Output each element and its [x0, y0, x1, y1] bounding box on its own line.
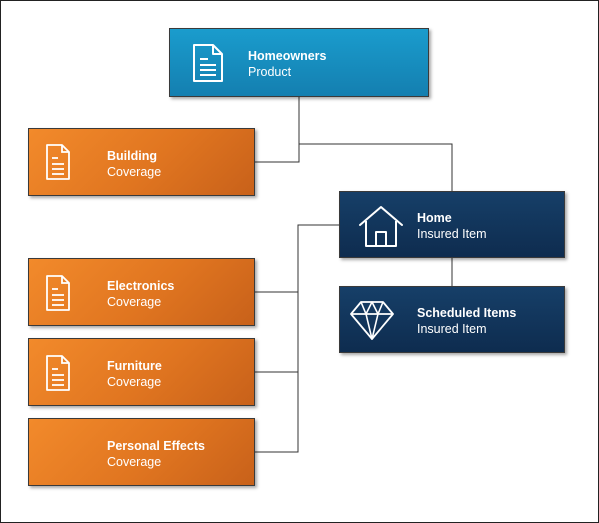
node-title: Building — [107, 149, 157, 163]
document-icon — [46, 275, 70, 311]
node-title: Furniture — [107, 359, 162, 373]
coverage-node-building[interactable]: Building Coverage — [28, 128, 255, 196]
coverage-node-personal-effects[interactable]: Personal Effects Coverage — [28, 418, 255, 486]
insured-item-node-scheduled-items[interactable]: Scheduled Items Insured Item — [339, 286, 565, 353]
node-subtitle: Insured Item — [417, 227, 487, 241]
node-subtitle: Product — [248, 65, 292, 79]
connector-product-to-building — [255, 97, 300, 163]
connector-home-to-coverages — [255, 224, 339, 453]
connector-product-to-home — [298, 97, 453, 191]
node-subtitle: Coverage — [107, 295, 162, 309]
document-icon — [46, 144, 70, 180]
coverage-node-furniture[interactable]: Furniture Coverage — [28, 338, 255, 406]
document-icon — [46, 355, 70, 391]
node-title: Personal Effects — [107, 439, 205, 453]
node-title: Home — [417, 211, 452, 225]
product-node-homeowners[interactable]: Homeowners Product — [169, 28, 429, 97]
node-title: Homeowners — [248, 49, 327, 63]
node-subtitle: Coverage — [107, 375, 162, 389]
node-subtitle: Coverage — [107, 165, 162, 179]
insured-item-node-home[interactable]: Home Insured Item — [339, 191, 565, 258]
node-subtitle: Insured Item — [417, 322, 487, 336]
coverage-node-electronics[interactable]: Electronics Coverage — [28, 258, 255, 326]
node-title: Scheduled Items — [417, 306, 517, 320]
node-subtitle: Coverage — [107, 455, 162, 469]
node-title: Electronics — [107, 279, 175, 293]
house-icon — [359, 206, 403, 247]
document-icon — [193, 44, 223, 82]
diamond-icon — [350, 301, 394, 340]
